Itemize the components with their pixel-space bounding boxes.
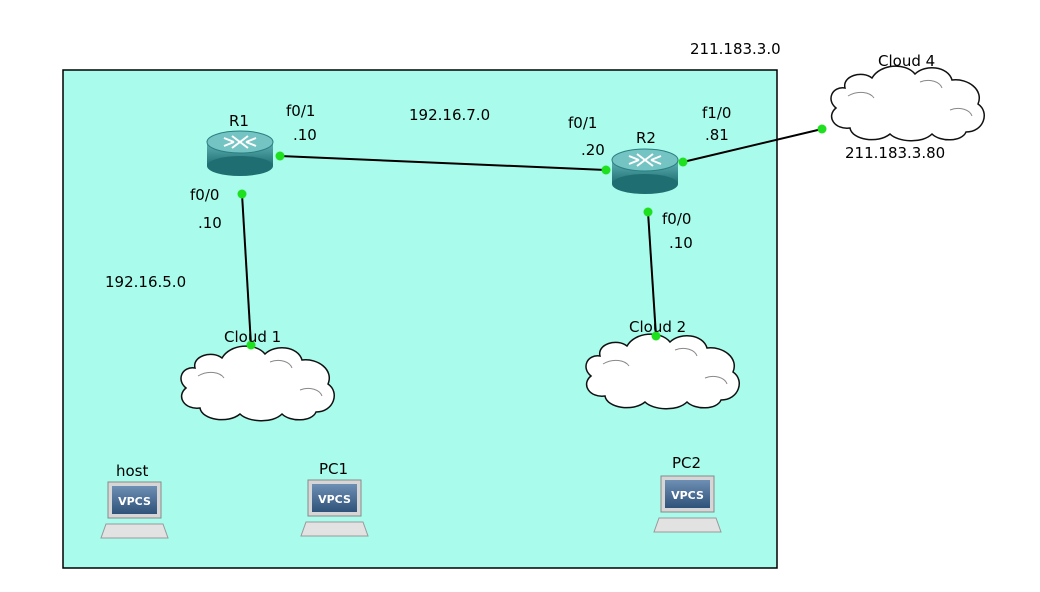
vpcs-host-text: VPCS	[118, 495, 151, 508]
r1-f01-ip-label: .10	[293, 126, 317, 144]
port-dot-cloud4	[817, 124, 827, 134]
router-r2-icon[interactable]	[611, 148, 679, 194]
pc-pc1-icon[interactable]: VPCS	[300, 479, 369, 537]
link-r1-r2[interactable]	[279, 155, 607, 171]
cloud-1-label: Cloud 1	[224, 328, 281, 346]
link-r1-cloud1[interactable]	[241, 193, 252, 346]
pc-pc2-icon[interactable]: VPCS	[653, 475, 722, 533]
r1-f00-label: f0/0	[190, 186, 219, 204]
network-label-mid: 192.16.7.0	[409, 106, 490, 124]
r2-f00-label: f0/0	[662, 210, 691, 228]
port-dot-cloud1	[246, 340, 256, 350]
r2-f01-label: f0/1	[568, 114, 597, 132]
router-r1-label: R1	[229, 112, 249, 130]
cloud-2-icon[interactable]	[585, 333, 740, 410]
r1-f01-label: f0/1	[286, 102, 315, 120]
r2-f01-ip-label: .20	[581, 141, 605, 159]
network-label-top: 211.183.3.0	[690, 40, 781, 58]
port-dot-r1-f00	[237, 189, 247, 199]
cloud-4-ip-label: 211.183.3.80	[845, 144, 945, 162]
cloud-4-label: Cloud 4	[878, 52, 935, 70]
cloud-2-label: Cloud 2	[629, 318, 686, 336]
pc-pc1-label: PC1	[319, 460, 348, 478]
pc-host-label: host	[116, 462, 148, 480]
router-r1-icon[interactable]	[206, 130, 274, 176]
cloud-4-icon[interactable]	[830, 65, 985, 142]
port-dot-r2-f00	[643, 207, 653, 217]
r2-f10-ip-label: .81	[705, 126, 729, 144]
vpcs-pc1-text: VPCS	[318, 493, 351, 506]
port-dot-cloud2	[651, 331, 661, 341]
port-dot-r1-f01	[275, 151, 285, 161]
r2-f10-label: f1/0	[702, 104, 731, 122]
pc-host-icon[interactable]: VPCS	[100, 481, 169, 539]
router-r2-label: R2	[636, 129, 656, 147]
port-dot-r2-f10	[678, 157, 688, 167]
link-r2-cloud4[interactable]	[682, 128, 823, 163]
network-label-left: 192.16.5.0	[105, 273, 186, 291]
r2-f00-ip-label: .10	[669, 234, 693, 252]
link-r2-cloud2[interactable]	[647, 211, 657, 337]
r1-f00-ip-label: .10	[198, 214, 222, 232]
pc-pc2-label: PC2	[672, 454, 701, 472]
port-dot-r2-f01	[601, 165, 611, 175]
vpcs-pc2-text: VPCS	[671, 489, 704, 502]
